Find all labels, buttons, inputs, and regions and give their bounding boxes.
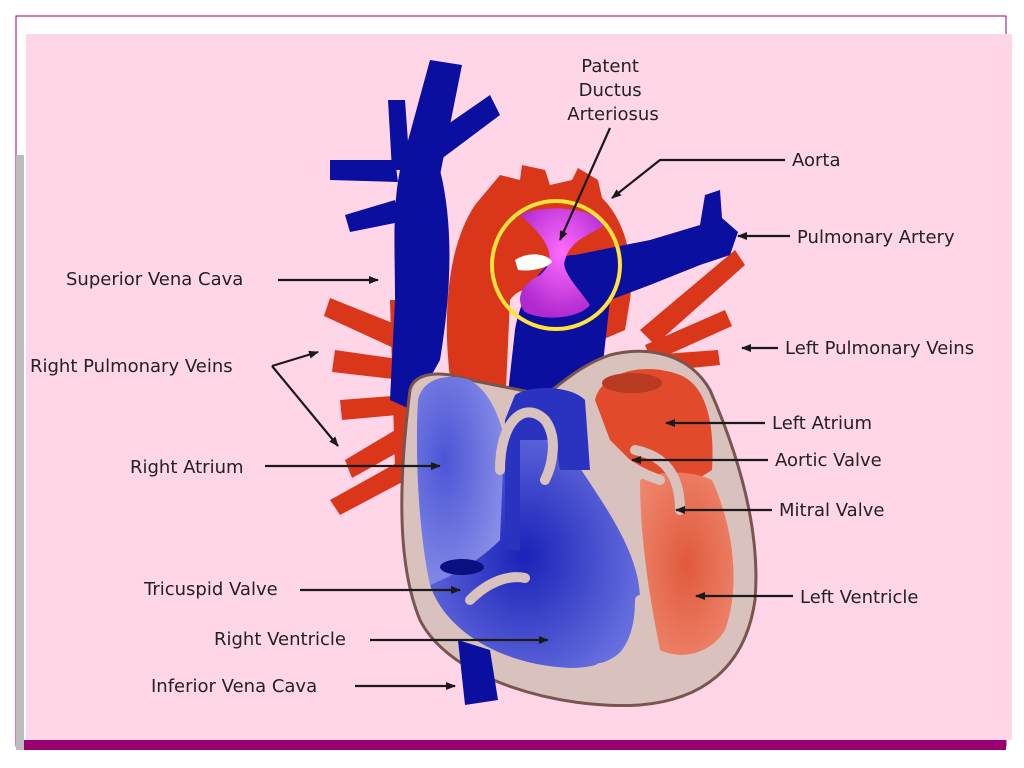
slide-bottom-bar <box>16 740 1006 750</box>
label-left-atrium: Left Atrium <box>772 413 872 434</box>
pulmonary-artery-shape <box>505 190 738 420</box>
left-atrium-highlight-shape <box>602 373 662 393</box>
slide-left-bar <box>16 155 24 750</box>
left-ventricle-shape <box>640 472 734 655</box>
label-inferior-vena-cava: Inferior Vena Cava <box>151 676 317 697</box>
label-pulmonary-artery: Pulmonary Artery <box>797 227 955 248</box>
heart-artwork <box>324 60 758 708</box>
right-ventricle-upper-shape <box>505 388 590 550</box>
arrow-right-pulmonary-veins-upper <box>271 350 319 368</box>
ductus-highlight-ring <box>490 199 622 331</box>
ductus-gap-shape <box>515 254 552 271</box>
label-aortic-valve: Aortic Valve <box>775 450 882 471</box>
label-aorta: Aorta <box>792 150 841 171</box>
label-right-pulmonary-veins: Right Pulmonary Veins <box>30 356 233 377</box>
label-pda-line-1: Patent <box>581 56 639 77</box>
annotation-layer: Patent Ductus Arteriosus Aorta Pulmonary… <box>30 56 974 697</box>
arrow-right-pulmonary-veins-lower <box>271 365 339 447</box>
right-atrium-shape <box>416 376 510 585</box>
arrow-aorta <box>611 158 785 199</box>
label-pda-line-3: Arteriosus <box>567 104 658 125</box>
coronary-sinus-shape <box>440 559 484 575</box>
label-right-ventricle: Right Ventricle <box>214 629 346 650</box>
superior-vena-cava-shape <box>330 60 500 410</box>
label-pda-line-2: Ductus <box>579 80 642 101</box>
septum-lines <box>465 407 685 673</box>
label-mitral-valve: Mitral Valve <box>779 500 884 521</box>
label-patent-ductus-arteriosus: Patent Ductus Arteriosus <box>567 56 658 125</box>
right-ventricle-shape <box>430 420 640 668</box>
inferior-vena-cava-shape <box>458 640 498 705</box>
label-left-pulmonary-veins: Left Pulmonary Veins <box>785 338 974 359</box>
ductus-arteriosus-shape <box>520 208 605 318</box>
label-tricuspid-valve: Tricuspid Valve <box>143 579 278 600</box>
arrow-pda <box>558 127 612 241</box>
label-left-ventricle: Left Ventricle <box>800 587 918 608</box>
slide-frame: Patent Ductus Arteriosus Aorta Pulmonary… <box>15 15 1012 750</box>
label-right-atrium: Right Atrium <box>130 457 244 478</box>
label-superior-vena-cava: Superior Vena Cava <box>66 269 243 290</box>
